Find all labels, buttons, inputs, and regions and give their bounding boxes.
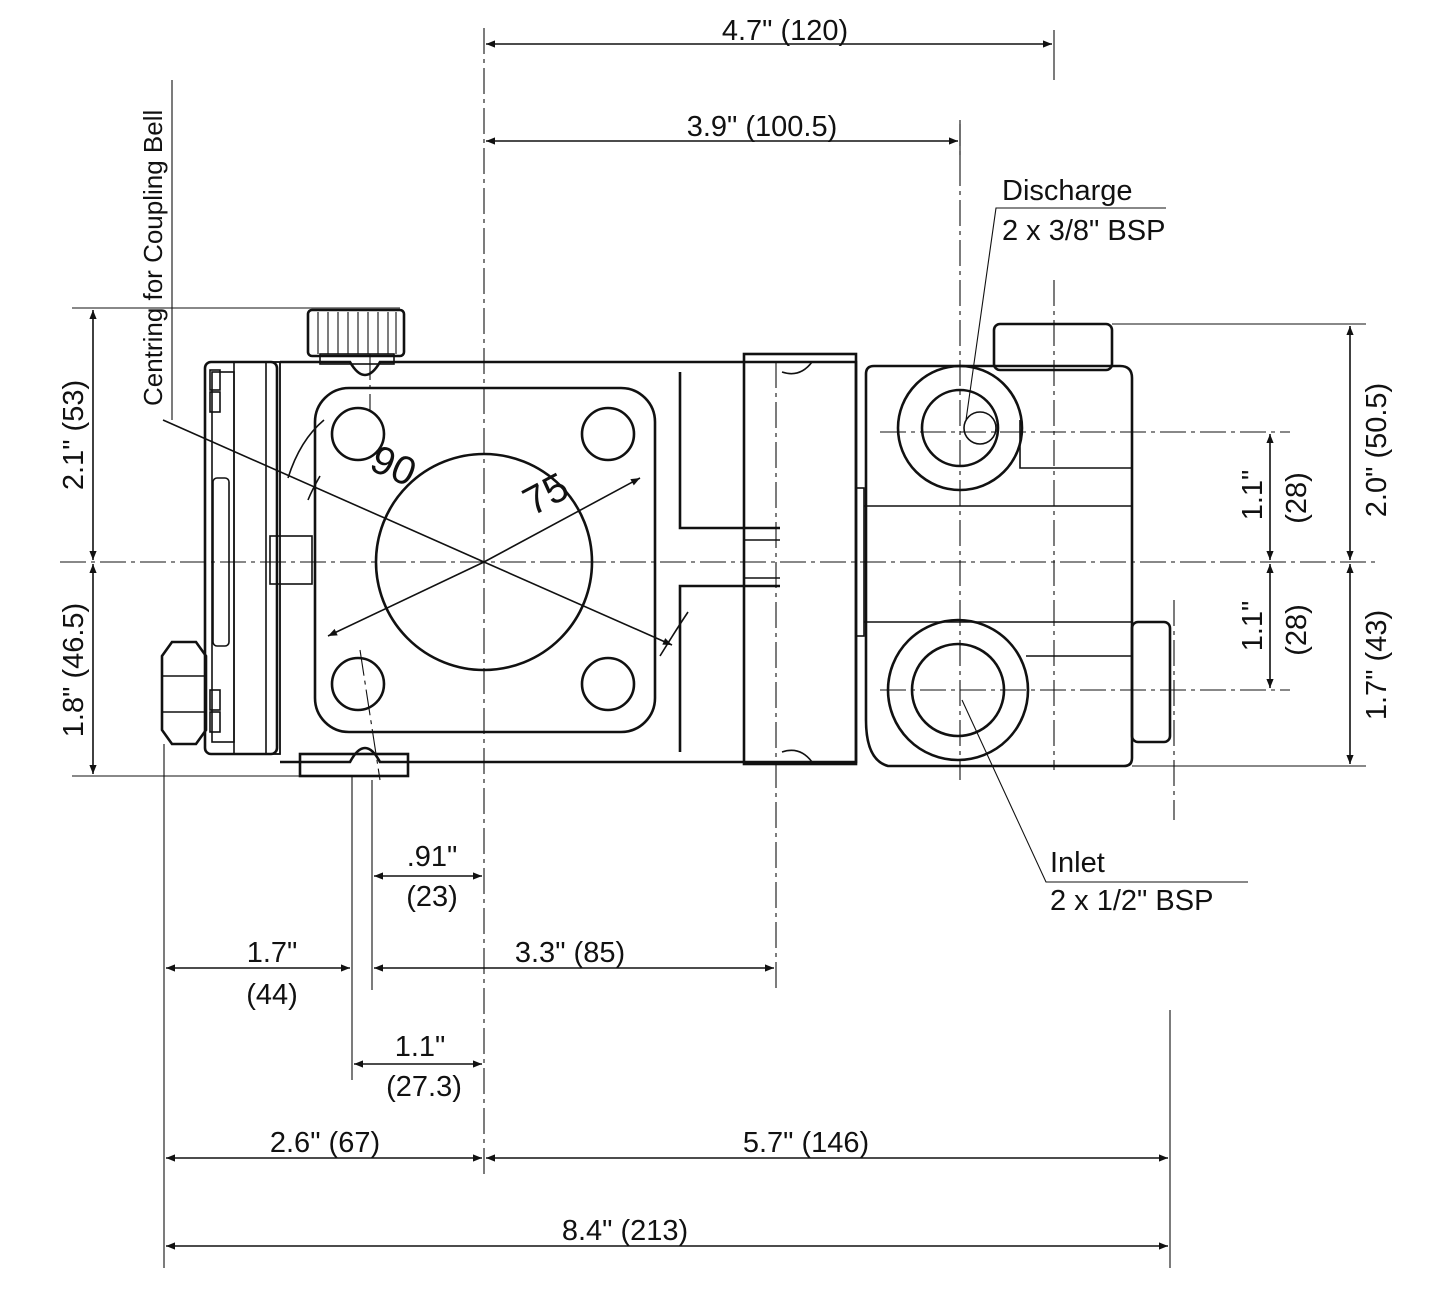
- discharge-title: Discharge: [1002, 175, 1133, 207]
- dim-inlet-spacing-in: 1.1": [1237, 601, 1269, 652]
- dim-left-to-center: 2.6" (67): [270, 1127, 380, 1159]
- dim-left-to-foot-in: 1.7": [247, 937, 298, 969]
- inlet-title: Inlet: [1050, 847, 1105, 879]
- dim-upper-height: 2.1" (53): [58, 380, 90, 490]
- callout-labels: Centring for Coupling Bell Discharge 2 x…: [138, 110, 1213, 917]
- dim-discharge-spacing-mm: (28): [1281, 472, 1313, 524]
- dim-center-to-right: 5.7" (146): [743, 1127, 869, 1159]
- extension-lines: [72, 30, 1366, 1268]
- dim-discharge-spacing-in: 1.1": [1237, 470, 1269, 521]
- dim-foot-to-center-mm: (27.3): [386, 1071, 462, 1103]
- dim-left-to-foot-mm: (44): [246, 979, 298, 1011]
- inlet-size: 2 x 1/2" BSP: [1050, 885, 1213, 917]
- dim-overall-length: 8.4" (213): [562, 1215, 688, 1247]
- dim-center-to-bell: 3.3" (85): [515, 937, 625, 969]
- dim-right-lower-height: 1.7" (43): [1361, 610, 1393, 720]
- dimension-texts: 4.7" (120) 3.9" (100.5) 2.1" (53) 1.8" (…: [58, 15, 1393, 1247]
- dim-foot-offset-in: .91": [407, 841, 458, 873]
- dim-right-upper-height: 2.0" (50.5): [1361, 383, 1393, 517]
- leader-lines: [171, 80, 1248, 883]
- dim-bolt-circle-small: 75: [516, 465, 576, 525]
- centring-label: Centring for Coupling Bell: [138, 110, 168, 406]
- discharge-size: 2 x 3/8" BSP: [1002, 215, 1165, 247]
- dimension-lines: [89, 40, 1354, 1250]
- dim-inlet-spacing-mm: (28): [1281, 604, 1313, 656]
- dim-top-width: 4.7" (120): [722, 15, 848, 47]
- center-lines: [60, 28, 1380, 1178]
- dim-port-offset: 3.9" (100.5): [687, 111, 838, 143]
- dim-foot-offset-mm: (23): [406, 881, 458, 913]
- dim-foot-to-center-in: 1.1": [395, 1031, 446, 1063]
- pump-body: [160, 308, 1172, 778]
- dim-bolt-circle-large: 90: [364, 437, 423, 495]
- dim-lower-height: 1.8" (46.5): [58, 603, 90, 737]
